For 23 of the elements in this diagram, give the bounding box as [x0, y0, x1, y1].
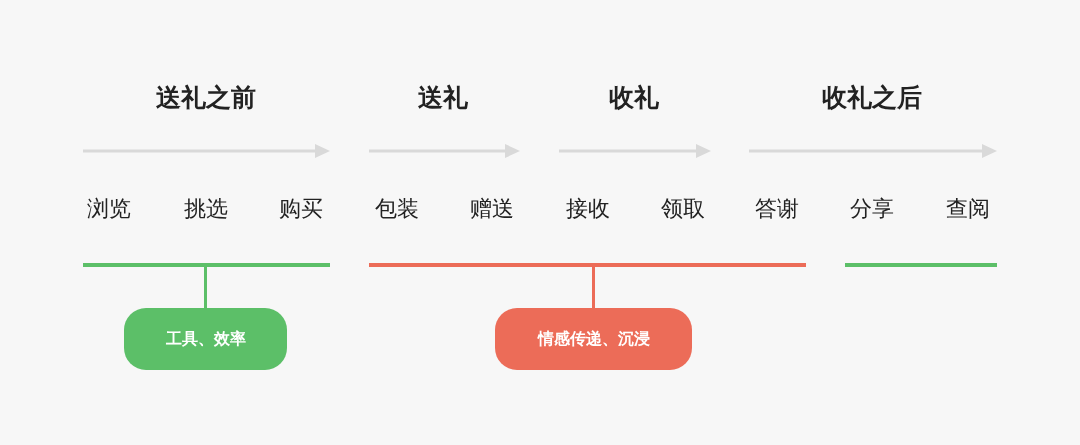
step-label: 包装 [375, 195, 419, 223]
step-label: 领取 [661, 195, 705, 223]
pill-label: 情感传递、沉浸 [537, 328, 650, 350]
step-label: 答谢 [755, 195, 799, 223]
bar [845, 263, 997, 267]
connector-line [592, 267, 595, 308]
pill-box [495, 308, 692, 370]
bar [369, 263, 806, 267]
step-label: 分享 [850, 195, 894, 223]
pill-label: 工具、效率 [165, 328, 246, 350]
pill-box [124, 308, 287, 370]
phase-heading: 送礼 [418, 81, 468, 114]
step-label: 查阅 [946, 195, 990, 223]
phase-heading: 收礼 [609, 81, 659, 114]
step-label: 挑选 [184, 195, 228, 223]
step-label: 赠送 [470, 195, 514, 223]
phase-heading: 送礼之前 [156, 81, 256, 114]
step-label: 购买 [279, 195, 323, 223]
phase-heading: 收礼之后 [822, 81, 922, 114]
connector-line [204, 267, 207, 308]
step-label: 接收 [566, 195, 610, 223]
bar [83, 263, 330, 267]
step-label: 浏览 [87, 195, 131, 223]
